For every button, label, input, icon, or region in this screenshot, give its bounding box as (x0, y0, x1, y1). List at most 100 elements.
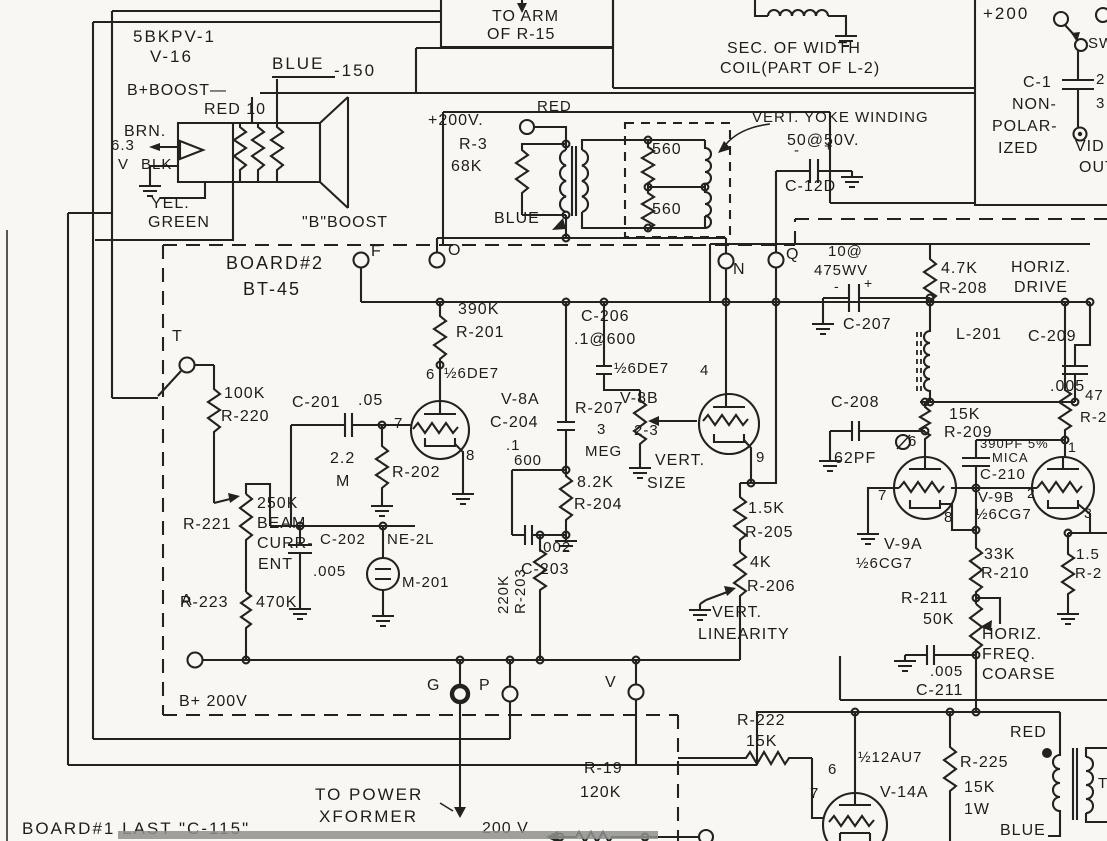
capacitor-c210 (962, 456, 990, 468)
vert-size-label: VERT. (655, 452, 706, 469)
terminal-letter: O (448, 242, 462, 259)
wire-color-label: BLUE (494, 210, 540, 227)
ne2l-stage (270, 524, 415, 628)
resistor-r209 (917, 402, 933, 457)
ground-icon (689, 604, 711, 622)
wire-color-label: RED 10 (204, 101, 267, 118)
c207-value: 10@ (828, 243, 863, 260)
terminal-v (627, 683, 645, 701)
r202-value2: M (336, 473, 351, 490)
resistor-560b (639, 187, 657, 231)
pin-number: 2 (1027, 485, 1036, 501)
vert-output-transformer (441, 110, 975, 244)
terminal-letter: G (427, 677, 441, 694)
ground-icon (841, 171, 863, 189)
c203-value: .002 (538, 539, 572, 556)
to-arm-label: TO ARM (492, 8, 560, 25)
b-plus-rail (186, 651, 740, 818)
cut-label: OUTPUT (212, 0, 280, 4)
r210-label: R-210 (981, 565, 1030, 582)
resistor-r205 (732, 483, 748, 552)
voltage-label: +200V. (428, 112, 484, 129)
horiz-freq-stage (838, 488, 1107, 712)
capacitor-c209 (1062, 302, 1092, 402)
arrow-icon (718, 141, 731, 153)
c207-label: C-207 (843, 316, 892, 333)
board2-label2: BT-45 (243, 279, 302, 299)
plate (713, 394, 745, 409)
plate (1047, 457, 1079, 471)
pin-number: 7 (878, 487, 888, 504)
switch-arrow-icon (1071, 32, 1080, 42)
c208-value: 62PF (834, 450, 877, 467)
cathode (838, 831, 872, 841)
r207-label: R-207 (575, 400, 624, 417)
wire-color-label: RED (537, 98, 572, 115)
terminal-g (449, 683, 471, 705)
r225-value: 15K (964, 779, 996, 796)
nonpolarized-label3: IZED (998, 140, 1039, 157)
c12d (774, 159, 863, 252)
r202-label: R-202 (392, 464, 441, 481)
cathode (908, 500, 942, 510)
sec-width-label: SEC. OF WIDTH (727, 40, 861, 57)
r221-label: R-221 (183, 516, 232, 533)
resistor-r222 (678, 749, 824, 820)
ground-icon (819, 455, 841, 473)
r19-value: 120K (580, 784, 622, 801)
video-out-label: VID (1075, 138, 1105, 155)
plate (909, 457, 941, 471)
terminal (1094, 6, 1107, 24)
terminal-n (717, 252, 735, 270)
r225-wattage: 1W (964, 801, 990, 818)
horiz-drive-label: HORIZ. (1011, 259, 1072, 276)
resistor-r210 (968, 488, 984, 604)
plate (839, 793, 871, 807)
r223-label: R-223 (180, 594, 229, 611)
plate (424, 401, 456, 416)
r201-value: 390K (458, 301, 500, 318)
tube-type-label: ½12AU7 (858, 749, 923, 766)
cut-value: 1.5 (1076, 546, 1100, 563)
capacitor-c204 (557, 302, 575, 470)
r210-value: 33K (984, 546, 1016, 563)
c211-label: C-211 (916, 682, 964, 699)
horiz-drive-stage (819, 244, 1092, 473)
beam-current-label2: CURR- (257, 535, 314, 552)
tube-ref-label: V-9B (978, 489, 1015, 506)
terminal-letter: F (371, 243, 382, 260)
m201-label: M-201 (402, 574, 450, 591)
r208-label: R-208 (939, 280, 988, 297)
ground-icon (1057, 608, 1079, 626)
r220-label: R-220 (221, 408, 270, 425)
r206-value: 4K (750, 554, 772, 571)
cut-value: 47 (1085, 387, 1104, 404)
resistor-cut47 (1057, 302, 1073, 457)
r205-value: 1.5K (748, 500, 785, 517)
terminal-letter: Q (786, 246, 800, 263)
yoke-dashed-box (623, 121, 732, 239)
c204-value: .1 (506, 437, 521, 454)
capacitor-c211 (925, 645, 936, 665)
grid (702, 413, 749, 427)
resistor-r225 (942, 712, 958, 841)
c206-value: .1@600 (574, 331, 637, 348)
r204-label: R-204 (574, 496, 623, 513)
coupling-stage (510, 302, 577, 660)
resistor-r220 (195, 363, 222, 503)
c203-label: C-203 (521, 561, 570, 578)
board-terminals (352, 236, 785, 485)
pin-number: 4 (700, 362, 710, 379)
r220-value: 100K (224, 385, 266, 402)
r19-label: R-19 (584, 760, 623, 777)
r3-label: R-3 (459, 136, 488, 153)
width-coil (766, 8, 830, 17)
nonpolarized-label: NON- (1012, 96, 1057, 113)
vert-size-label2: SIZE (647, 475, 687, 492)
beam-current-stage (157, 356, 272, 660)
c208-label: C-208 (831, 394, 880, 411)
down-arrow-icon (517, 3, 527, 13)
r222-label: R-222 (737, 712, 786, 729)
c211-value: .005 (930, 663, 964, 680)
